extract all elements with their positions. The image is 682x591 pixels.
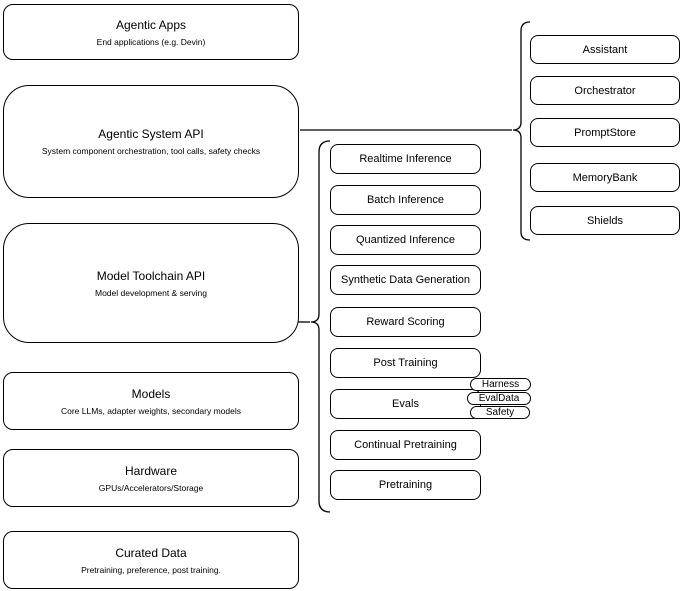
toolchain-item-continual-pretraining: Continual Pretraining <box>330 430 481 460</box>
evals-tag-harness: Harness <box>470 378 531 391</box>
box-curated-data: Curated Data Pretraining, preference, po… <box>3 531 299 589</box>
box-models: Models Core LLMs, adapter weights, secon… <box>3 372 299 430</box>
box-model-toolchain-api: Model Toolchain API Model development & … <box>3 223 299 343</box>
toolchain-brace <box>310 140 331 513</box>
toolchain-item-pretraining: Pretraining <box>330 470 481 500</box>
box-subtitle: Pretraining, preference, post training. <box>81 564 221 575</box>
toolchain-item-synthetic-data-generation: Synthetic Data Generation <box>330 265 481 295</box>
component-assistant: Assistant <box>530 35 680 64</box>
box-title: Hardware <box>124 463 178 478</box>
box-title: Agentic Apps <box>115 17 187 32</box>
box-title: Agentic System API <box>98 127 204 141</box>
box-agentic-apps: Agentic Apps End applications (e.g. Devi… <box>3 4 299 60</box>
component-orchestrator: Orchestrator <box>530 76 680 105</box>
toolchain-item-batch-inference: Batch Inference <box>330 185 481 215</box>
box-title: Models <box>131 386 171 401</box>
box-subtitle: Model development & serving <box>95 287 207 298</box>
box-hardware: Hardware GPUs/Accelerators/Storage <box>3 449 299 507</box>
evals-tag-evaldata: EvalData <box>467 392 531 405</box>
evals-tag-safety: Safety <box>470 406 530 419</box>
box-agentic-system-api: Agentic System API System component orch… <box>3 85 299 198</box>
box-subtitle: End applications (e.g. Devin) <box>96 36 206 47</box>
toolchain-item-post-training: Post Training <box>330 348 481 378</box>
box-subtitle: GPUs/Accelerators/Storage <box>98 482 204 493</box>
box-subtitle: Core LLMs, adapter weights, secondary mo… <box>60 405 241 416</box>
box-title: Curated Data <box>115 545 187 560</box>
toolchain-item-evals: Evals <box>330 389 481 419</box>
toolchain-item-realtime-inference: Realtime Inference <box>330 144 481 174</box>
toolchain-item-quantized-inference: Quantized Inference <box>330 225 481 255</box>
box-title: Model Toolchain API <box>96 268 206 283</box>
box-subtitle: System component orchestration, tool cal… <box>41 146 261 156</box>
components-brace <box>512 21 531 241</box>
toolchain-item-reward-scoring: Reward Scoring <box>330 307 481 337</box>
component-memorybank: MemoryBank <box>530 163 680 192</box>
component-shields: Shields <box>530 206 680 235</box>
component-promptstore: PromptStore <box>530 118 680 147</box>
